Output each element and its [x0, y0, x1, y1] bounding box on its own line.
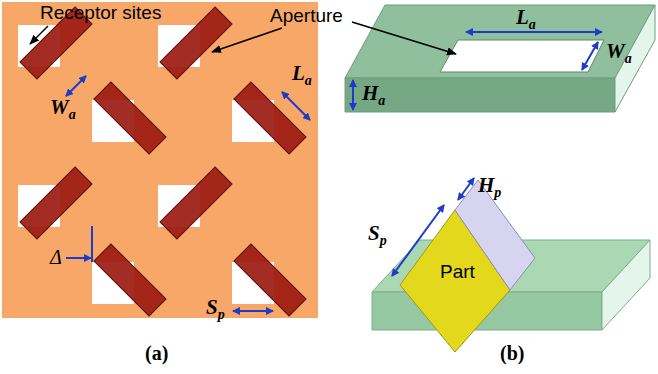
aperture-bar [94, 244, 166, 316]
panel-label: (a) [145, 342, 168, 364]
leader-line [352, 22, 456, 54]
leader-line [212, 28, 282, 52]
part-label: Receptor sites [40, 3, 161, 24]
aperture-bar [94, 82, 166, 154]
part-label: Aperture [270, 6, 343, 27]
dimension-arrow [458, 178, 474, 200]
aperture-bar [234, 244, 306, 316]
substrate-end [602, 240, 650, 330]
substrate [2, 2, 318, 318]
dimension-label: Sp [368, 222, 387, 248]
dimension-arrow [66, 257, 91, 259]
dimension-label: Hp [478, 174, 501, 200]
receptor-array [18, 7, 306, 316]
aperture-opening [440, 40, 604, 72]
aperture-bar [234, 82, 306, 154]
aperture-bar [160, 7, 232, 79]
dimension-arrow [282, 92, 310, 120]
dimension-arrow [392, 205, 444, 276]
plate-top [345, 5, 655, 78]
dimension-label: Sp [206, 296, 225, 322]
dimension-label: La [516, 6, 536, 32]
part-label: Part [440, 262, 475, 283]
dimension-arrow [66, 76, 86, 96]
dimension-arrow [352, 80, 354, 110]
aperture-bar [20, 167, 92, 239]
dimension-label: Wa [50, 96, 76, 122]
plate-front [345, 78, 615, 112]
aperture-bar [160, 167, 232, 239]
dimension-label: Δ [50, 246, 62, 268]
reference-line [91, 226, 93, 262]
dimension-label: Wa [606, 40, 632, 66]
dimension-label: Ha [362, 82, 385, 108]
dimension-label: La [292, 62, 312, 88]
leader-line [30, 26, 48, 44]
dimension-arrow [233, 310, 273, 312]
panel-label: (b) [500, 342, 524, 364]
dimension-arrow [582, 42, 598, 70]
